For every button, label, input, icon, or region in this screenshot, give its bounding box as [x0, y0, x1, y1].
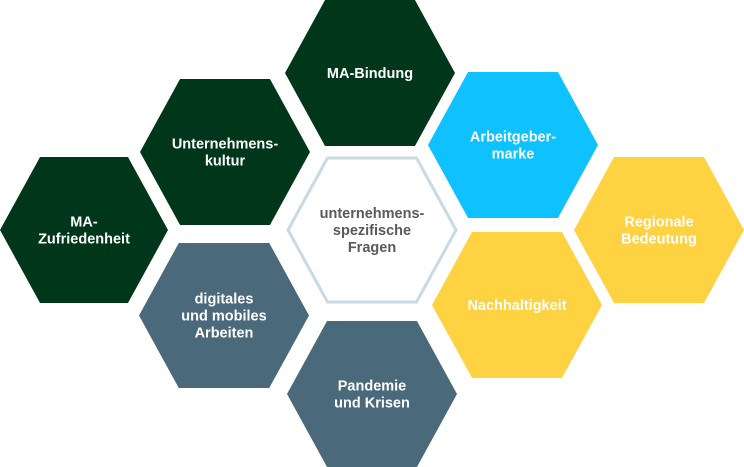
hexagon-shape	[428, 72, 598, 218]
hexagon-shape	[285, 0, 455, 146]
hexagon-label: Zufriedenheit	[38, 232, 130, 248]
hexagon-label: Bedeutung	[621, 232, 697, 248]
hexagon-label: Regionale	[624, 215, 693, 231]
hexagon-ma-zufriedenheit: MA-Zufriedenheit	[0, 157, 168, 303]
hexagon-shape	[574, 157, 744, 303]
hexagon-label: Pandemie	[338, 379, 407, 395]
hexagon-label: MA-Bindung	[327, 66, 413, 82]
hexagon-label: unternehmens-	[320, 206, 425, 222]
hexagon-shape	[139, 243, 309, 388]
hexagon-label: Fragen	[348, 240, 396, 256]
hexagon-label: und mobiles	[181, 309, 266, 325]
hexagon-label: Unternehmens-	[172, 137, 279, 153]
hexagon-shape	[0, 157, 168, 303]
hexagon-unternehmenskultur: Unternehmens-kultur	[140, 79, 310, 225]
hexagon-label: digitales	[195, 292, 254, 308]
hexagon-arbeitgebermarke: Arbeitgeber-marke	[428, 72, 598, 218]
hexagon-label: MA-	[70, 215, 98, 231]
hexagon-label: kultur	[205, 154, 246, 170]
hexagon-label: Nachhaltigkeit	[467, 298, 566, 314]
hexagon-nachhaltigkeit: Nachhaltigkeit	[432, 232, 602, 378]
hexagon-label: marke	[492, 147, 535, 163]
hexagon-shape	[286, 156, 458, 304]
hexagon-shape	[287, 321, 457, 467]
hexagon-shape	[140, 79, 310, 225]
hexagon-shape	[432, 232, 602, 378]
hexagon-label: Arbeitgeber-	[470, 130, 556, 146]
hexagon-label: Arbeiten	[195, 326, 254, 342]
hexagon-label: und Krisen	[334, 396, 410, 412]
hexagon-ma-bindung: MA-Bindung	[285, 0, 455, 146]
hexagon-label: spezifische	[333, 223, 411, 239]
